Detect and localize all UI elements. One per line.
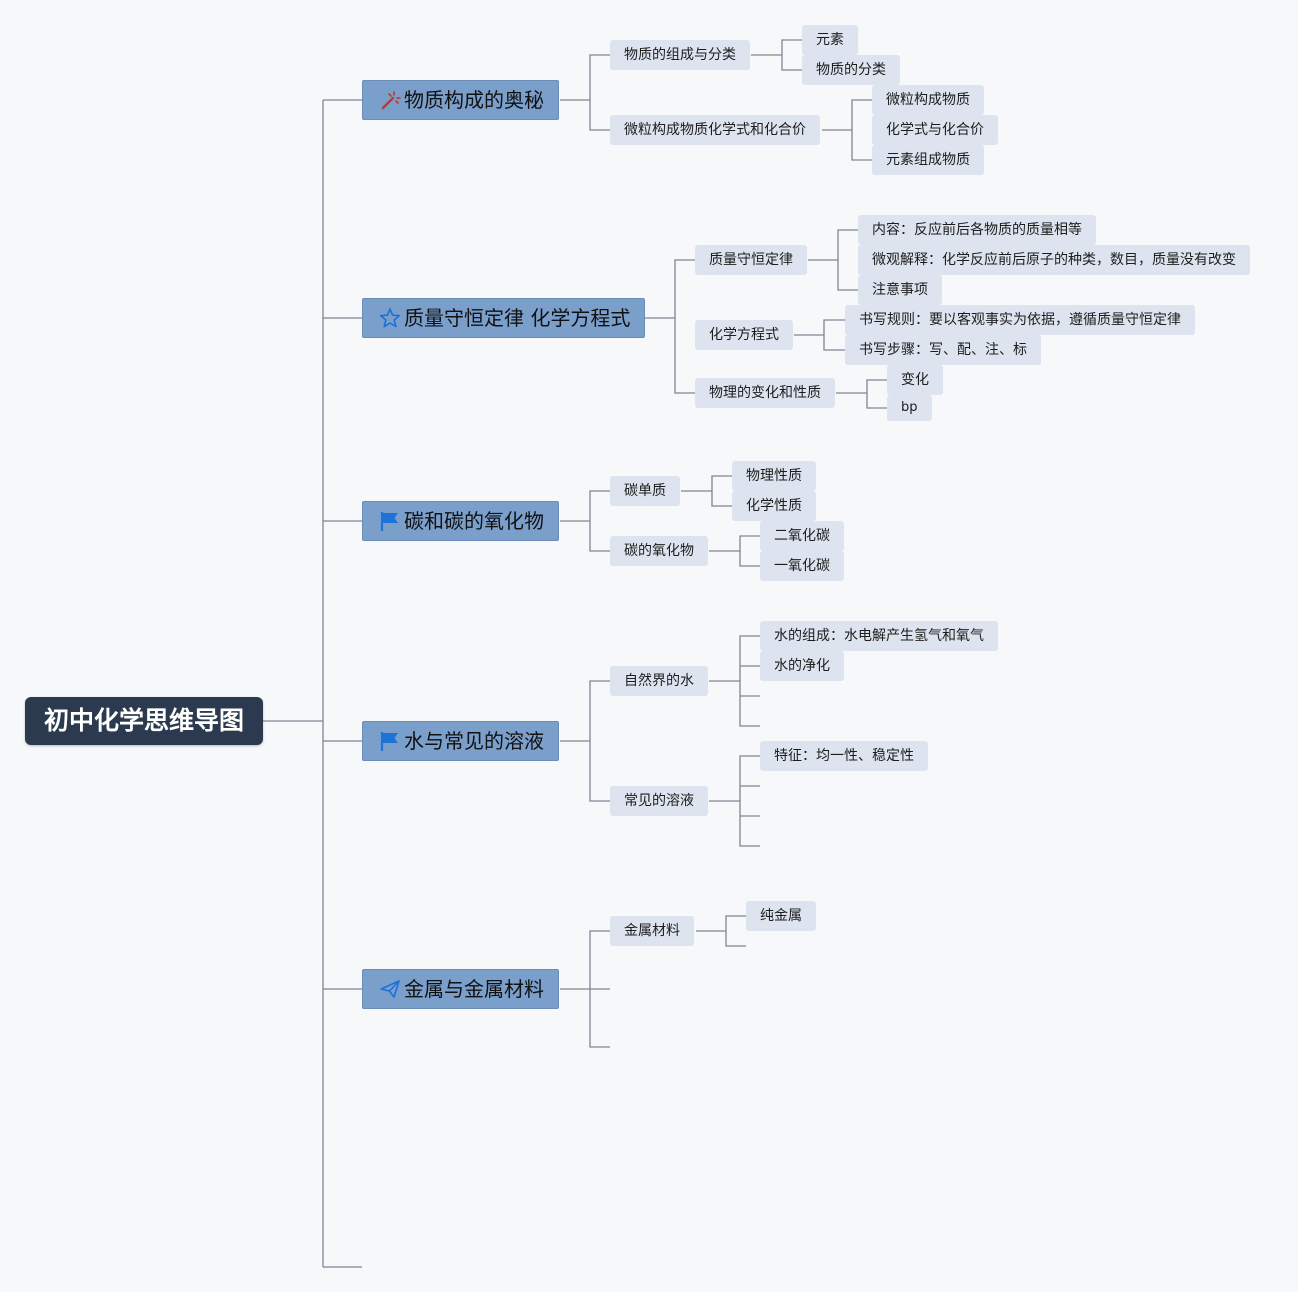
topic-label: 金属与金属材料: [404, 977, 544, 1001]
subtopic-micro-explanation[interactable]: 微观解释：化学反应前后原子的种类，数目，质量没有改变: [858, 245, 1250, 275]
subtopic-writing-steps[interactable]: 书写步骤：写、配、注、标: [845, 335, 1041, 365]
subtopic-bp[interactable]: bp: [887, 395, 932, 421]
subtopic-carbon-monoxide[interactable]: 一氧化碳: [760, 551, 844, 581]
subtopic-notes[interactable]: 注意事项: [858, 275, 942, 305]
subtopic-common-solutions[interactable]: 常见的溶液: [610, 786, 708, 816]
subtopic-carbon-dioxide[interactable]: 二氧化碳: [760, 521, 844, 551]
topic-label: 水与常见的溶液: [404, 729, 544, 753]
subtopic-classification-of-matter[interactable]: 物质的分类: [802, 55, 900, 85]
subtopic-chemical-properties[interactable]: 化学性质: [732, 491, 816, 521]
subtopic-carbon-elemental[interactable]: 碳单质: [610, 476, 680, 506]
central-topic[interactable]: 初中化学思维导图: [25, 697, 263, 745]
subtopic-pure-metals[interactable]: 纯金属: [746, 901, 816, 931]
subtopic-chemical-equation[interactable]: 化学方程式: [695, 320, 793, 350]
subtopic-carbon-oxides[interactable]: 碳的氧化物: [610, 536, 708, 566]
send-icon: [379, 974, 401, 998]
topic-label: 物质构成的奥秘: [404, 88, 544, 112]
topic-carbon-and-oxides[interactable]: 碳和碳的氧化物: [362, 501, 559, 541]
flag-icon: [379, 726, 401, 751]
subtopic-particles-form-matter[interactable]: 微粒构成物质: [872, 85, 984, 115]
subtopic-writing-rules[interactable]: 书写规则：要以客观事实为依据，遵循质量守恒定律: [845, 305, 1195, 335]
subtopic-change[interactable]: 变化: [887, 365, 943, 395]
subtopic-water-purification[interactable]: 水的净化: [760, 651, 844, 681]
subtopic-law-of-conservation[interactable]: 质量守恒定律: [695, 245, 807, 275]
topic-structure-of-matter[interactable]: 物质构成的奥秘: [362, 80, 559, 120]
star-icon: [379, 303, 401, 328]
flag-icon: [379, 506, 401, 531]
topic-label: 碳和碳的氧化物: [404, 509, 544, 533]
magic-wand-icon: [379, 85, 401, 110]
topic-label: 质量守恒定律 化学方程式: [404, 306, 631, 330]
subtopic-particles-formula-valence[interactable]: 微粒构成物质化学式和化合价: [610, 115, 820, 145]
subtopic-composition-classification[interactable]: 物质的组成与分类: [610, 40, 750, 70]
subtopic-natural-water[interactable]: 自然界的水: [610, 666, 708, 696]
subtopic-content[interactable]: 内容：反应前后各物质的质量相等: [858, 215, 1096, 245]
topic-metals[interactable]: 金属与金属材料: [362, 969, 559, 1009]
subtopic-elements[interactable]: 元素: [802, 25, 858, 55]
subtopic-metal-materials[interactable]: 金属材料: [610, 916, 694, 946]
topic-water-and-solutions[interactable]: 水与常见的溶液: [362, 721, 559, 761]
subtopic-water-composition[interactable]: 水的组成：水电解产生氢气和氧气: [760, 621, 998, 651]
topic-conservation-of-mass[interactable]: 质量守恒定律 化学方程式: [362, 298, 646, 338]
subtopic-elements-form-matter[interactable]: 元素组成物质: [872, 145, 984, 175]
subtopic-physical-changes[interactable]: 物理的变化和性质: [695, 378, 835, 408]
subtopic-formula-and-valence[interactable]: 化学式与化合价: [872, 115, 998, 145]
subtopic-features[interactable]: 特征：均一性、稳定性: [760, 741, 928, 771]
subtopic-physical-properties[interactable]: 物理性质: [732, 461, 816, 491]
